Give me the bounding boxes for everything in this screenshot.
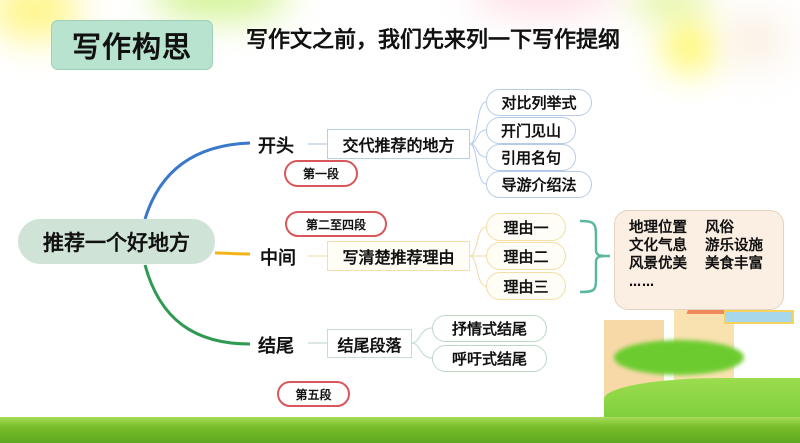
ending-option-2: 呼吁式结尾 (432, 345, 547, 372)
note-item: 风俗 (705, 220, 734, 236)
branch-middle-label: 中间 (260, 248, 296, 269)
opening-option-1: 对比列举式 (486, 89, 592, 116)
note-ellipsis: …… (629, 275, 655, 289)
note-item: 文化气息 (629, 238, 687, 254)
ending-option-1: 抒情式结尾 (432, 315, 547, 342)
note-row: 风景优美 美食丰富 (629, 255, 783, 273)
branch-ending-label: 结尾 (258, 336, 294, 357)
reasons-examples-note: 地理位置 风俗 文化气息 游乐设施 风景优美 美食丰富 …… (614, 210, 784, 310)
note-row: 地理位置 风俗 (629, 219, 783, 237)
mindmap-root-node: 推荐一个好地方 (18, 219, 215, 264)
reason-3: 理由三 (486, 272, 566, 300)
decor-blob (470, 0, 620, 15)
note-item: 地理位置 (629, 220, 687, 236)
note-item: 游乐设施 (705, 238, 763, 254)
grass-ground-strip (0, 417, 800, 443)
note-row: 文化气息 游乐设施 (629, 237, 783, 255)
branch-opening-label: 开头 (258, 136, 294, 157)
decor-blob (720, 10, 790, 70)
paragraph-tag-ending: 第五段 (277, 381, 350, 407)
paragraph-tag-opening: 第一段 (284, 160, 358, 187)
page-title: 写作构思 (51, 20, 213, 70)
reason-2: 理由二 (486, 242, 566, 270)
decor-blob (665, 25, 715, 70)
decor-blob (630, 0, 710, 20)
page-subtitle: 写作文之前，我们先来列一下写作提纲 (246, 28, 621, 53)
branch-ending-node: 结尾段落 (327, 329, 412, 358)
branch-opening-node: 交代推荐的地方 (327, 129, 470, 159)
note-item: 风景优美 (629, 256, 687, 272)
note-item: 美食丰富 (705, 256, 763, 272)
reason-1: 理由一 (486, 213, 566, 241)
decor-blob (150, 0, 290, 20)
paragraph-tag-middle: 第二至四段 (285, 211, 387, 237)
opening-option-2: 开门见山 (486, 117, 576, 144)
branch-middle-node: 写清楚推荐理由 (327, 241, 470, 271)
opening-option-3: 引用名句 (486, 144, 576, 171)
opening-option-4: 导游介绍法 (486, 171, 592, 198)
